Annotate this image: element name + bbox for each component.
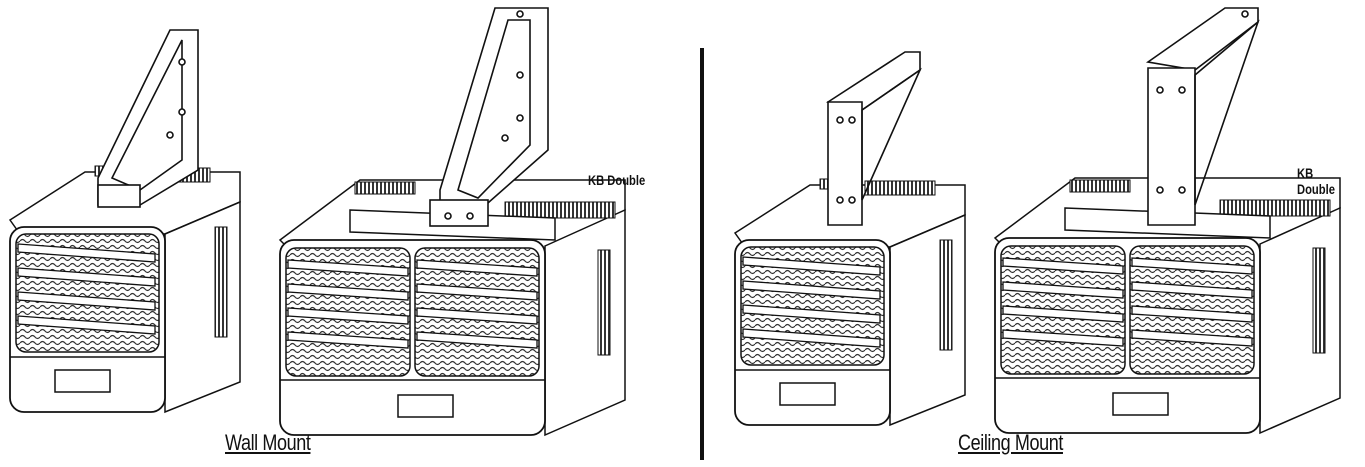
wall-bracket-icon (429, 7, 549, 227)
heater-double-wall-icon (279, 7, 626, 436)
heater-single-ceiling-icon (734, 51, 966, 426)
kb-double-label-left: KB Double (588, 172, 646, 188)
heater-single-wall-icon (9, 29, 241, 413)
kb-double-label-right: KB Double (1297, 165, 1335, 197)
ceiling-bracket-icon (1145, 7, 1260, 226)
wall-mount-caption: Wall Mount (225, 430, 311, 455)
heater-double-ceiling-icon (994, 7, 1341, 434)
ceiling-mount-caption: Ceiling Mount (958, 430, 1063, 455)
ceiling-bracket-icon (825, 51, 922, 226)
wall-bracket-icon (97, 29, 199, 208)
